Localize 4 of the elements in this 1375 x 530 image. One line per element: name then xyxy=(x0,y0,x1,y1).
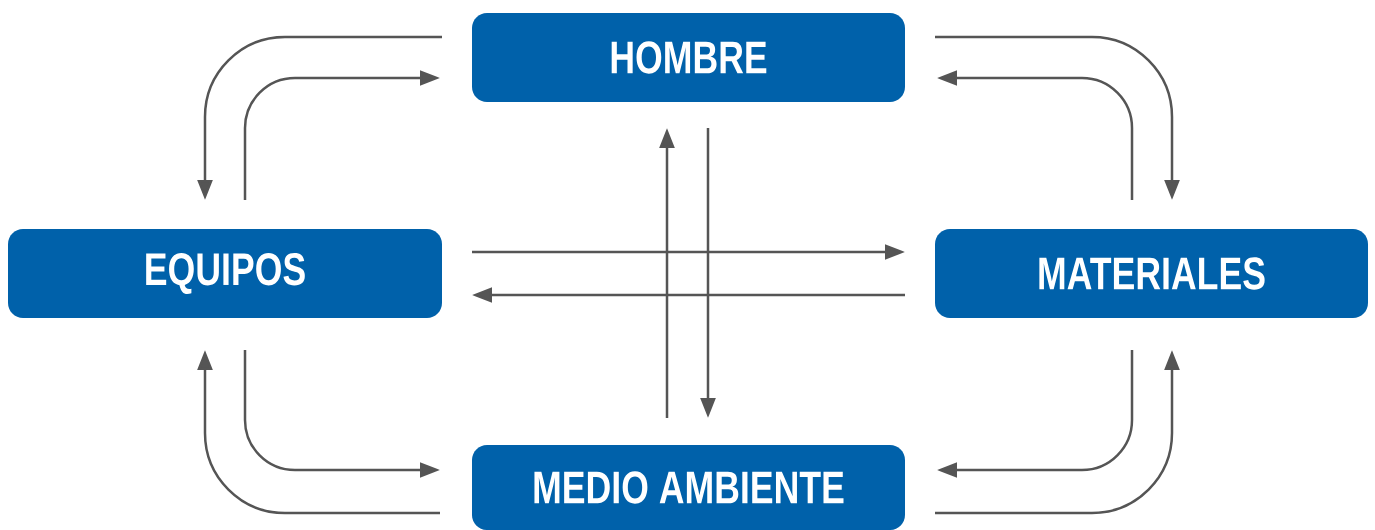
process-box: MATERIALES xyxy=(935,229,1368,318)
process-box: MEDIO AMBIENTE xyxy=(472,445,905,530)
process-box: HOMBRE xyxy=(472,13,905,102)
process-box: EQUIPOS xyxy=(8,229,442,318)
